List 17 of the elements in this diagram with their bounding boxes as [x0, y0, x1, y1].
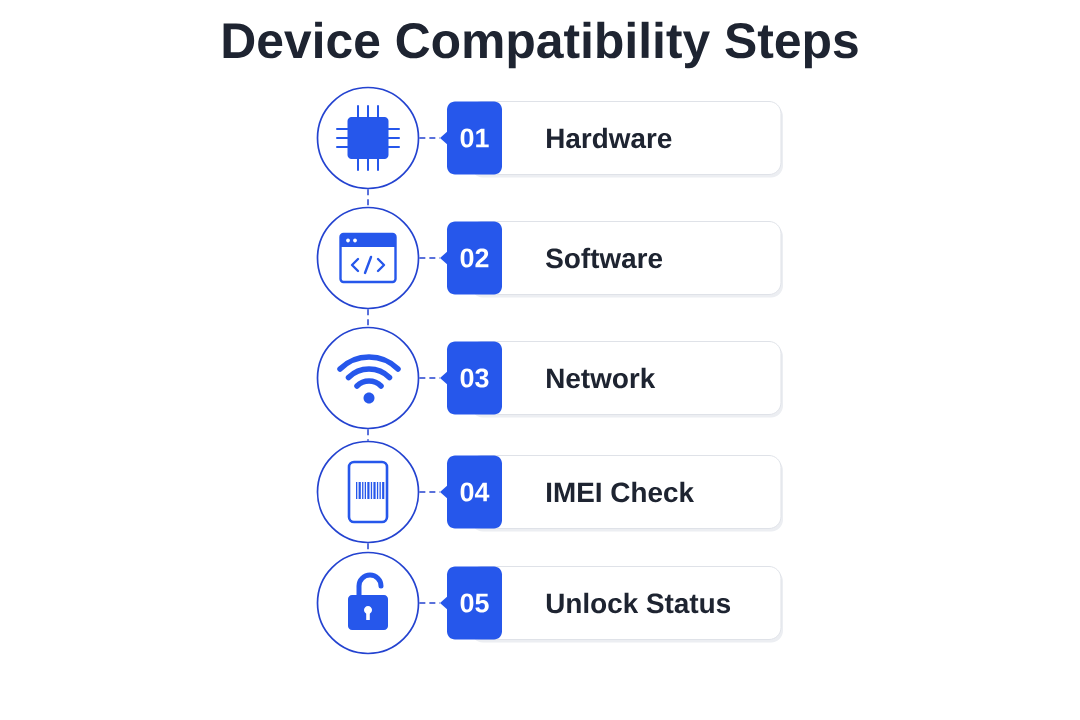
icon-circle	[316, 440, 420, 544]
step-number-badge: 01	[440, 101, 502, 175]
title: Device Compatibility Steps	[223, 21, 858, 69]
step-number-badge: 03	[440, 341, 502, 415]
step-number-badge: 04	[440, 455, 502, 529]
connector-line	[418, 257, 441, 259]
icon-circle	[316, 206, 420, 310]
connector-line	[418, 602, 441, 604]
step-number-badge: 02	[440, 221, 502, 295]
connector-line	[418, 137, 441, 139]
connector-line	[367, 308, 369, 328]
icon-circle	[316, 326, 420, 430]
connector-line	[367, 428, 369, 442]
connector-line	[367, 188, 369, 208]
connector-line	[418, 377, 441, 379]
connector-line	[418, 491, 441, 493]
step-number-badge: 05	[440, 566, 502, 640]
